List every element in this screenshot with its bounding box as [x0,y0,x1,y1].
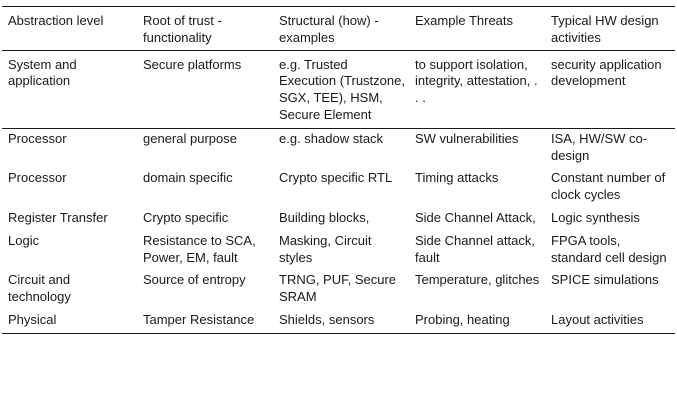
table-row: Physical Tamper Resistance Shields, sens… [2,309,675,334]
table-row: System and application Secure platforms … [2,50,675,129]
cell-hw-design-activities: security application development [545,50,675,129]
header-abstraction-level: Abstraction level [2,6,137,51]
cell-abstraction-level: System and application [2,50,137,129]
cell-root-of-trust: domain specific [143,170,233,186]
cell-abstraction-level: Physical [2,309,137,334]
cell-hw-design-activities: Logic synthesis [551,209,640,225]
cell-example-threats: to support isolation, integrity, attesta… [409,50,545,129]
cell-root-of-trust: Tamper Resistance [137,309,273,334]
header-structural-examples: Structural (how) - examples [273,6,409,51]
cell-example-threats: Temperature, glitches [415,272,540,288]
cell-hw-design-activities: Layout activities [545,309,675,334]
cell-hw-design-activities: ISA, HW/SW co-design [551,130,648,163]
cell-root-of-trust: Resistance to SCA, Power, EM, fault [143,232,256,265]
cell-example-threats: Side Channel Attack, [415,209,536,225]
table-row: Circuit and technology Source of entropy… [2,270,675,310]
header-example-threats: Example Threats [409,6,545,51]
cell-structural-examples: Masking, Circuit styles [279,232,372,265]
cell-abstraction-level: Register Transfer [8,209,108,225]
cell-structural-examples: Crypto specific RTL [279,170,393,186]
cell-structural-examples: e.g. shadow stack [279,130,384,146]
cell-abstraction-level: Logic [8,232,40,248]
cell-hw-design-activities: FPGA tools, standard cell design [551,232,667,265]
table-row: Processor general purpose e.g. shadow st… [2,128,675,168]
cell-example-threats: SW vulnerabilities [415,130,519,146]
cell-example-threats: Side Channel attack, fault [415,232,535,265]
cell-structural-examples: Shields, sensors [273,309,409,334]
cell-structural-examples: e.g. Trusted Execution (Trustzone, SGX, … [273,50,409,129]
header-hw-design-activities: Typical HW design activities [545,6,675,51]
cell-hw-design-activities: Constant number of clock cycles [551,170,666,203]
hardware-security-table-container: Abstraction level Root of trust - functi… [2,6,675,334]
hardware-security-table: Abstraction level Root of trust - functi… [2,6,675,334]
table-row: Logic Resistance to SCA, Power, EM, faul… [2,231,675,271]
cell-example-threats: Probing, heating [409,309,545,334]
table-row: Register Transfer Crypto specific Buildi… [2,208,675,231]
cell-abstraction-level: Circuit and technology [8,272,71,305]
cell-root-of-trust: general purpose [143,130,237,146]
header-root-of-trust: Root of trust - functionality [137,6,273,51]
table-header-row: Abstraction level Root of trust - functi… [2,6,675,51]
table-row: Processor domain specific Crypto specifi… [2,168,675,208]
cell-example-threats: Timing attacks [415,170,499,186]
cell-root-of-trust: Crypto specific [143,209,229,225]
cell-structural-examples: TRNG, PUF, Secure SRAM [279,272,397,305]
cell-hw-design-activities: SPICE simulations [551,272,659,288]
cell-root-of-trust: Secure platforms [137,50,273,129]
cell-structural-examples: Building blocks, [279,209,370,225]
cell-abstraction-level: Processor [8,130,67,146]
cell-abstraction-level: Processor [8,170,67,186]
cell-root-of-trust: Source of entropy [143,272,246,288]
